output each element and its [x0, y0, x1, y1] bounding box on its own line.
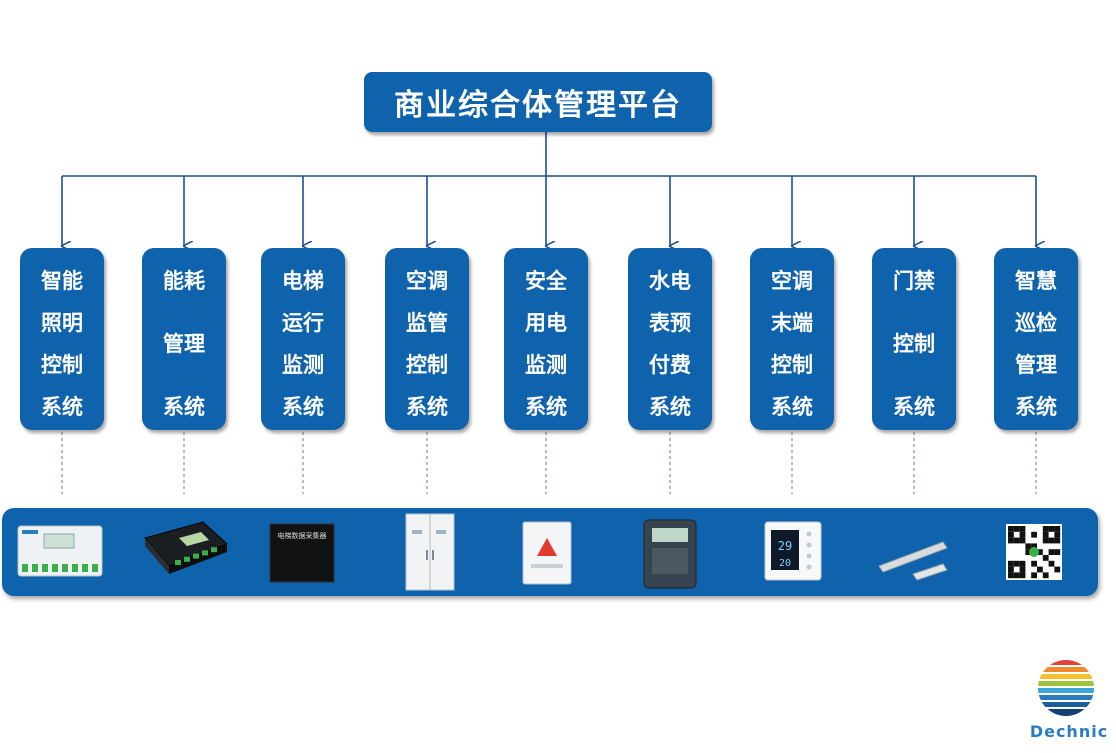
qr-code-icon — [1006, 524, 1062, 580]
platform-title: 商业综合体管理平台 — [364, 72, 712, 132]
energy-data-gateway-icon — [144, 521, 228, 574]
system-label-line: 智慧 — [1015, 269, 1057, 293]
system-label-line: 空调 — [406, 269, 448, 293]
dechnic-logo-mark — [1038, 660, 1094, 716]
system-box: 空调末端控制系统 — [750, 248, 834, 430]
collector-label: 电梯数据采集器 — [278, 531, 327, 540]
system-label-line: 系统 — [163, 395, 205, 419]
system-label-line: 控制 — [41, 353, 83, 377]
logo-text: Dechnic — [1029, 722, 1109, 741]
system-label-line: 安全 — [525, 269, 567, 293]
system-label-line: 系统 — [525, 395, 567, 419]
system-label-line: 电梯 — [282, 269, 324, 293]
system-label-line: 巡检 — [1015, 311, 1057, 335]
system-label-line: 控制 — [771, 353, 813, 377]
system-label-line: 系统 — [282, 395, 324, 419]
system-box: 门禁控制系统 — [872, 248, 956, 430]
thermostat-reading-set: 29 — [778, 539, 792, 553]
system-label-line: 系统 — [406, 395, 448, 419]
system-label-line: 管理 — [163, 332, 205, 356]
system-box: 水电表预付费系统 — [628, 248, 712, 430]
system-box: 能耗管理系统 — [142, 248, 226, 430]
system-label-line: 照明 — [41, 311, 83, 335]
system-label-line: 监测 — [525, 353, 567, 377]
system-box: 智慧巡检管理系统 — [994, 248, 1078, 430]
system-label-line: 表预 — [649, 311, 691, 335]
magnetic-door-lock-icon — [878, 541, 948, 581]
system-label-line: 用电 — [525, 311, 567, 335]
system-label-line: 系统 — [771, 395, 813, 419]
thermostat-reading-room: 20 — [779, 558, 791, 569]
system-label-line: 付费 — [649, 353, 691, 377]
system-label-line: 系统 — [649, 395, 691, 419]
platform-title-text: 商业综合体管理平台 — [394, 88, 682, 123]
dechnic-logo: Dechnic — [1026, 655, 1112, 745]
system-box: 智能照明控制系统 — [20, 248, 104, 430]
system-label-line: 系统 — [893, 395, 935, 419]
system-label-line: 空调 — [771, 269, 813, 293]
system-label-line: 系统 — [1015, 395, 1057, 419]
system-label-line: 监管 — [406, 311, 448, 335]
prepaid-meter-icon — [643, 519, 697, 589]
air-conditioning-cabinet-icon — [405, 513, 455, 591]
system-label-line: 水电 — [649, 269, 691, 293]
lighting-control-module-icon — [17, 525, 103, 577]
system-label-line: 控制 — [893, 332, 935, 356]
system-label-line: 监测 — [282, 353, 324, 377]
system-label-line: 末端 — [771, 311, 813, 335]
elevator-data-collector-icon: 电梯数据采集器 — [269, 523, 335, 583]
system-label-line: 运行 — [282, 311, 324, 335]
system-label-line: 控制 — [406, 353, 448, 377]
system-label-line: 智能 — [41, 269, 83, 293]
system-label-line: 系统 — [41, 395, 83, 419]
system-box: 电梯运行监测系统 — [261, 248, 345, 430]
electrical-safety-box-icon — [522, 521, 572, 585]
system-label-line: 门禁 — [893, 269, 935, 293]
system-label-line: 能耗 — [163, 269, 205, 293]
system-label-line: 管理 — [1015, 353, 1057, 377]
system-box: 空调监管控制系统 — [385, 248, 469, 430]
system-box: 安全用电监测系统 — [504, 248, 588, 430]
